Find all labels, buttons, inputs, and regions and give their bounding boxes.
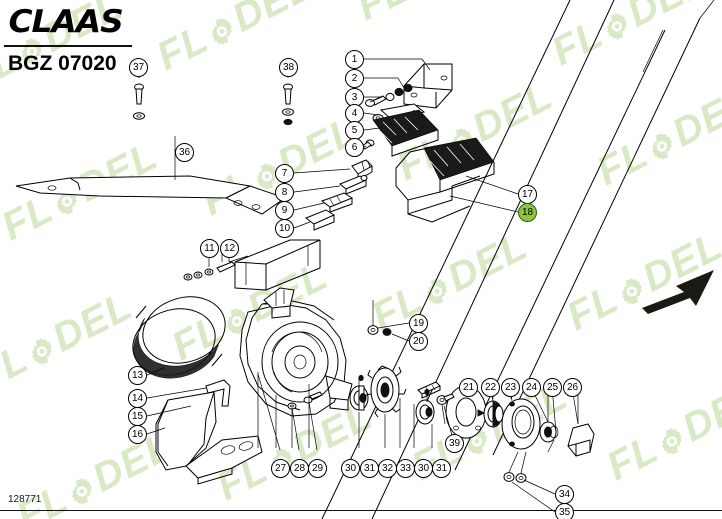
sprocket-32 <box>365 366 406 417</box>
part-13-ring <box>124 287 234 389</box>
callout-badge-21[interactable]: 21 <box>459 378 478 397</box>
fastener-stack-2-3 <box>366 84 413 106</box>
callout-badge-14[interactable]: 14 <box>128 389 147 408</box>
callout-badge-37[interactable]: 37 <box>129 58 148 77</box>
callout-badge-8[interactable]: 8 <box>275 183 294 202</box>
callout-badge-22[interactable]: 22 <box>481 378 500 397</box>
flange-bearing-group <box>446 386 594 456</box>
callout-badge-16[interactable]: 16 <box>128 425 147 444</box>
callout-badge-6[interactable]: 6 <box>345 138 364 157</box>
callout-badge-2[interactable]: 2 <box>345 69 364 88</box>
header: CLAAS BGZ 07020 <box>0 0 140 76</box>
callout-badge-33[interactable]: 33 <box>396 459 415 478</box>
part-36-bracket <box>16 136 285 214</box>
center-toothed-assembly <box>396 138 494 222</box>
callout-badge-26[interactable]: 26 <box>563 378 582 397</box>
footer-divider <box>0 510 722 511</box>
callout-badge-24[interactable]: 24 <box>522 378 541 397</box>
callout-badge-27[interactable]: 27 <box>271 459 290 478</box>
part-23-housing <box>502 399 540 449</box>
part-34-35-fasteners <box>504 452 526 482</box>
callout-badge-28[interactable]: 28 <box>290 459 309 478</box>
callout-badge-31[interactable]: 31 <box>360 459 379 478</box>
part-22-bearing <box>484 401 503 427</box>
callout-badge-12[interactable]: 12 <box>220 239 239 258</box>
blower-housing <box>240 288 352 416</box>
callout-badge-11[interactable]: 11 <box>200 239 219 258</box>
callout-badge-23[interactable]: 23 <box>501 378 520 397</box>
part-16-shield <box>156 392 262 484</box>
callout-badge-35[interactable]: 35 <box>555 503 574 519</box>
callout-badge-19[interactable]: 19 <box>409 314 428 333</box>
shaft-components <box>309 366 440 448</box>
callout-badge-36[interactable]: 36 <box>175 143 194 162</box>
callout-badge-29[interactable]: 29 <box>308 459 327 478</box>
drawing-number: 128771 <box>8 494 42 505</box>
part-9-bushing <box>322 193 352 212</box>
callout-badge-18[interactable]: 18 <box>518 203 537 222</box>
part-5-toothed-plate <box>362 110 438 156</box>
callout-badge-17[interactable]: 17 <box>518 185 537 204</box>
callout-badge-34[interactable]: 34 <box>555 485 574 504</box>
callout-badge-38[interactable]: 38 <box>279 58 298 77</box>
part-26-cap <box>568 424 594 456</box>
model-code: BGZ 07020 <box>8 52 117 75</box>
callout-badge-30[interactable]: 30 <box>414 459 433 478</box>
callout-badge-32[interactable]: 32 <box>378 459 397 478</box>
callout-badge-7[interactable]: 7 <box>275 164 294 183</box>
callout-badge-1[interactable]: 1 <box>345 50 364 69</box>
callout-badge-20[interactable]: 20 <box>409 332 428 351</box>
callout-badge-25[interactable]: 25 <box>543 378 562 397</box>
part-8-pin <box>340 176 367 195</box>
part-38-bolt <box>283 68 294 125</box>
part-10-block <box>306 210 334 230</box>
part-11-fasteners <box>184 250 235 280</box>
part-39-fastener <box>437 394 454 424</box>
callout-badge-31[interactable]: 31 <box>432 459 451 478</box>
arrow-up-right-icon <box>642 270 714 314</box>
callout-badge-13[interactable]: 13 <box>128 366 147 385</box>
callout-badge-9[interactable]: 9 <box>275 201 294 220</box>
callout-badge-10[interactable]: 10 <box>275 219 294 238</box>
callout-badge-30[interactable]: 30 <box>341 459 360 478</box>
header-divider <box>4 45 132 47</box>
callout-badge-39[interactable]: 39 <box>445 434 464 453</box>
callout-badge-15[interactable]: 15 <box>128 407 147 426</box>
part-19-20-fasteners <box>368 300 391 335</box>
part-24-bushing <box>540 422 558 442</box>
part-12-plate <box>235 240 320 290</box>
impeller <box>262 322 338 402</box>
upper-bracket-assembly <box>404 64 452 108</box>
claas-logo: CLAAS <box>8 4 123 40</box>
